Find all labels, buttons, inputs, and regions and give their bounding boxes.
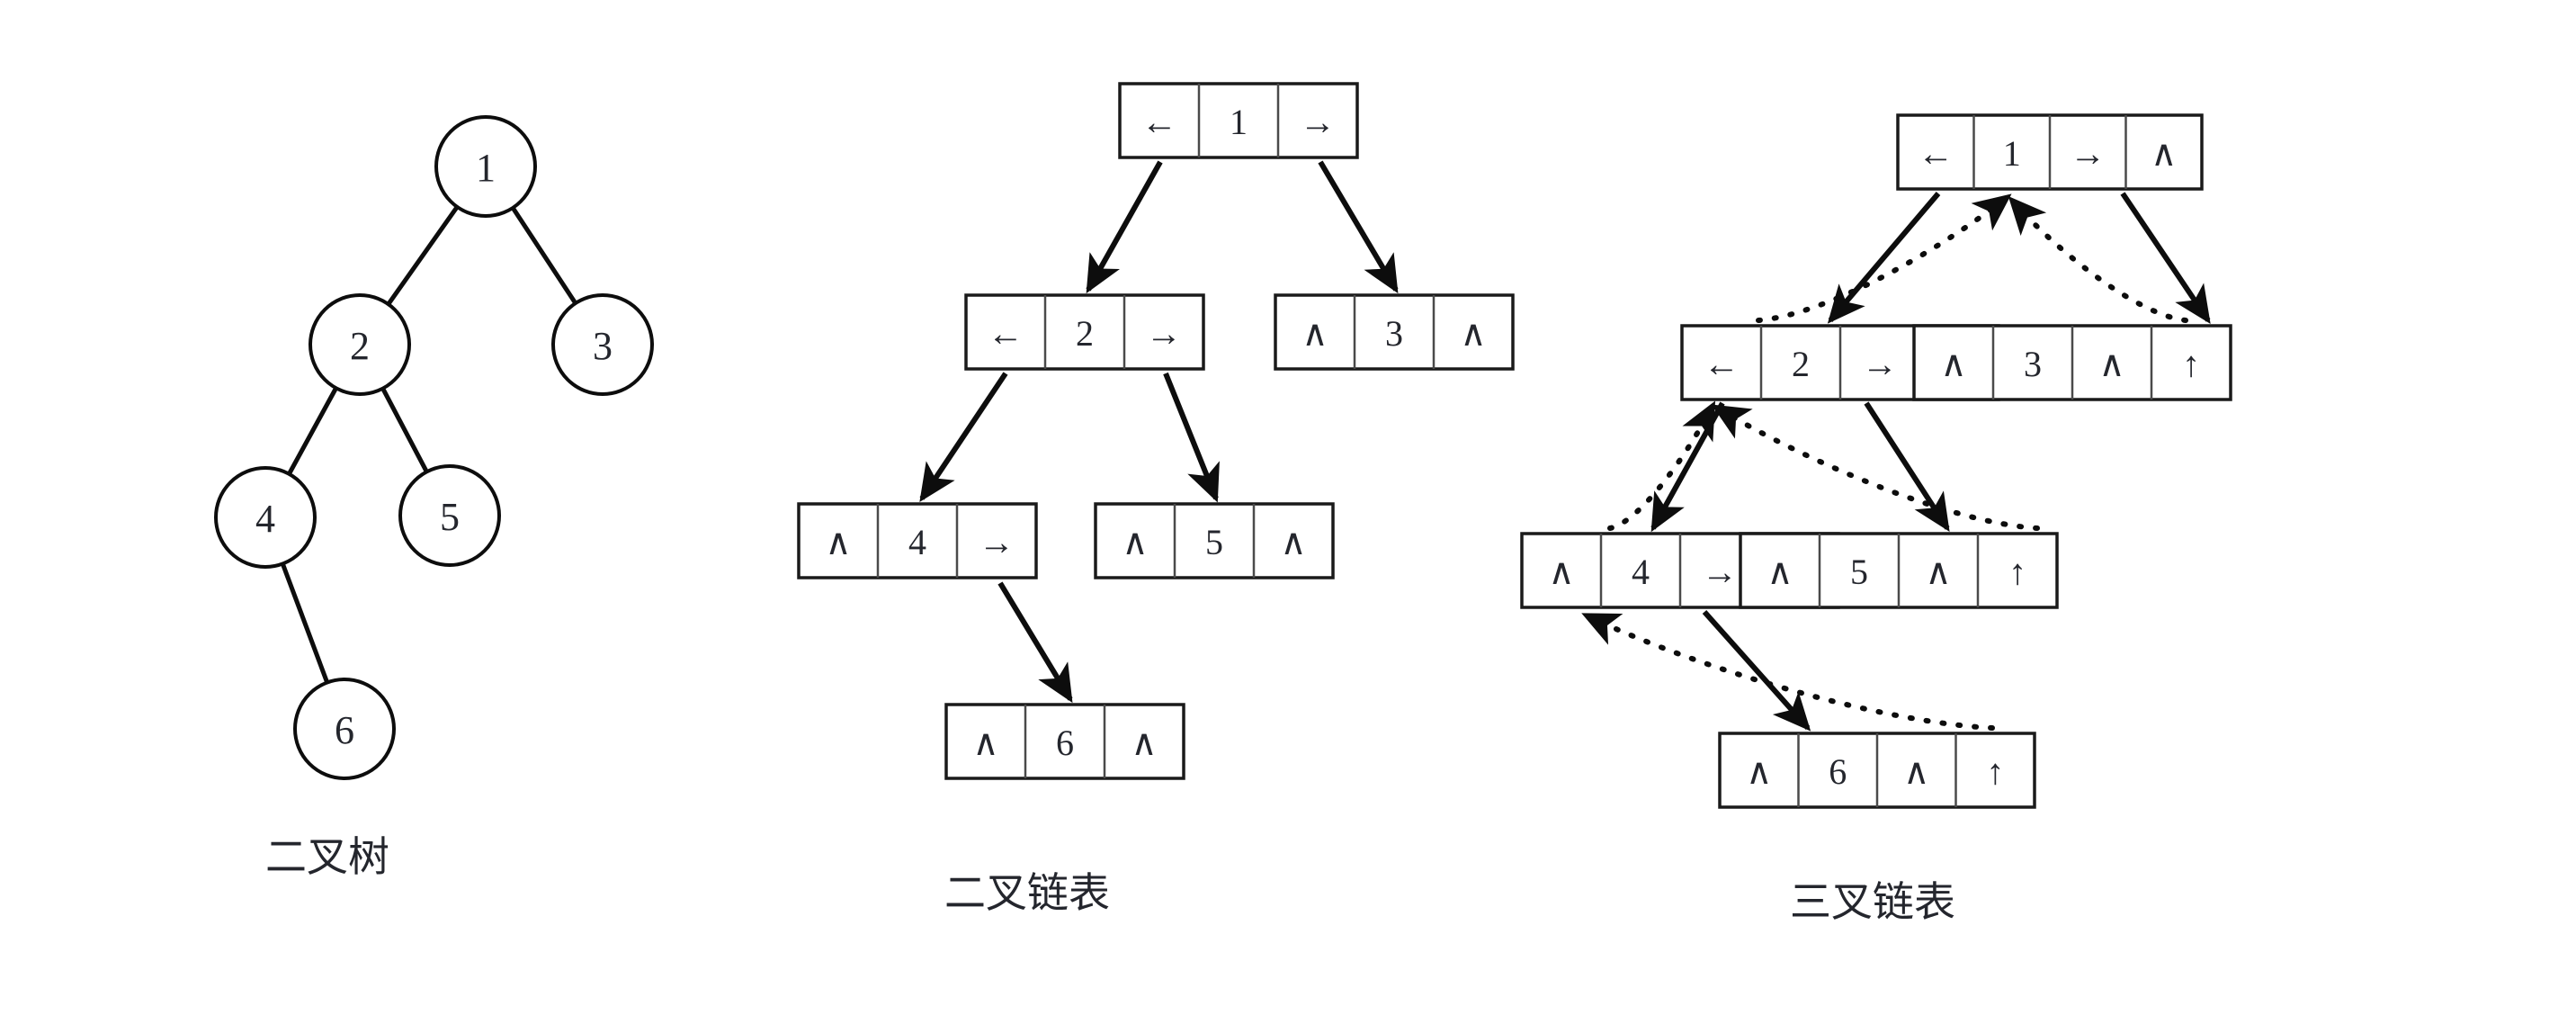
node-cell-4-1: 4 — [908, 522, 926, 562]
node-cell-1-3: ∧ — [2151, 133, 2177, 174]
node-box-group: ←1→←2→∧3∧∧4→∧5∧∧6∧←1→∧←2→↑∧3∧↑∧4→↑∧5∧↑∧6… — [797, 82, 2232, 809]
node-cell-2-2: → — [1146, 313, 1182, 354]
tree-node-5 — [398, 464, 501, 567]
caption-binary-linked-list: 二叉链表 — [944, 868, 1110, 917]
tree-edge-n1-n3 — [511, 206, 577, 305]
tree-node-label-4: 4 — [255, 497, 275, 541]
node-cell-6-2: ∧ — [1903, 751, 1929, 792]
node-cell-2-2: → — [1862, 344, 1898, 384]
parent-pointer-t2-to-t1 — [1756, 193, 2012, 323]
tree-node-2 — [309, 293, 411, 396]
node-cell-1-0: ← — [1141, 102, 1177, 142]
parent-pointer-t5-to-t2 — [1711, 404, 2040, 531]
node-cell-6-0: ∧ — [1746, 751, 1772, 792]
node-cell-4-1: 4 — [1632, 552, 1650, 592]
node-cell-3-2: ∧ — [1460, 313, 1486, 354]
tree-node-label-2: 2 — [350, 324, 370, 368]
tree-node-label-1: 1 — [476, 146, 496, 190]
tree-edge-group — [280, 205, 577, 684]
child-pointer-b2-to-b4 — [919, 372, 1008, 502]
node-cell-3-1: 3 — [2024, 344, 2042, 384]
pointer-arrow-group — [919, 160, 2211, 732]
tree-node-group: 1 2 3 4 5 6 — [214, 115, 654, 780]
node-cell-4-0: ∧ — [825, 522, 851, 562]
node-cell-1-2: → — [1300, 102, 1336, 142]
node-cell-6-0: ∧ — [972, 723, 998, 763]
node-cell-6-1: 6 — [1056, 723, 1074, 763]
node-box-4 — [797, 502, 1038, 579]
tree-node-label-5: 5 — [440, 495, 460, 539]
node-cell-2-0: ← — [1704, 344, 1740, 384]
node-box-2 — [964, 293, 1205, 371]
node-cell-3-3: ↑ — [2182, 344, 2200, 384]
tree-node-3 — [551, 293, 654, 396]
node-cell-1-1: 1 — [1230, 102, 1248, 142]
child-pointer-b1-to-b3 — [1318, 160, 1399, 294]
tree-edge-n2-n4 — [287, 387, 338, 475]
node-cell-6-1: 6 — [1829, 751, 1847, 792]
child-pointer-t2-to-t4 — [1650, 401, 1725, 533]
tree-node-6 — [293, 678, 396, 780]
node-cell-6-2: ∧ — [1131, 723, 1157, 763]
node-box-6 — [944, 703, 1185, 780]
node-cell-3-0: ∧ — [1301, 313, 1328, 354]
node-cell-1-1: 1 — [2003, 133, 2021, 174]
child-pointer-b1-to-b2 — [1086, 160, 1163, 294]
child-pointer-t1-to-t3 — [2120, 192, 2211, 324]
caption-binary-tree: 二叉树 — [265, 832, 389, 881]
node-cell-4-2: → — [1702, 552, 1738, 592]
node-cell-2-1: 2 — [1792, 344, 1810, 384]
node-box-5 — [1094, 502, 1335, 579]
node-cell-5-1: 5 — [1205, 522, 1223, 562]
parent-pointer-t4-to-t2 — [1607, 400, 1716, 531]
tree-edge-n2-n5 — [380, 387, 429, 473]
caption-ternary-linked-list: 三叉链表 — [1790, 877, 1955, 926]
node-cell-2-1: 2 — [1076, 313, 1094, 354]
node-cell-1-0: ← — [1918, 133, 1954, 174]
child-pointer-t4-to-t6 — [1702, 610, 1811, 732]
tree-node-4 — [214, 466, 317, 569]
child-pointer-t2-to-t5 — [1864, 401, 1950, 533]
node-cell-5-3: ↑ — [2008, 552, 2026, 592]
node-cell-3-1: 3 — [1385, 313, 1403, 354]
node-cell-5-2: ∧ — [1280, 522, 1306, 562]
node-cell-4-0: ∧ — [1548, 552, 1574, 592]
tree-node-label-6: 6 — [335, 708, 354, 752]
node-cell-5-0: ∧ — [1122, 522, 1148, 562]
node-cell-3-0: ∧ — [1940, 344, 1966, 384]
node-cell-6-3: ↑ — [1986, 751, 2004, 792]
node-box-3 — [1274, 293, 1515, 371]
child-pointer-b4-to-b6 — [997, 581, 1073, 704]
node-cell-3-2: ∧ — [2098, 344, 2124, 384]
child-pointer-t1-to-t2 — [1827, 192, 1941, 324]
node-box-1 — [1118, 82, 1359, 159]
tree-edge-n4-n6 — [280, 562, 330, 684]
node-cell-4-2: → — [979, 522, 1015, 562]
node-cell-1-2: → — [2070, 133, 2106, 174]
node-cell-5-0: ∧ — [1767, 552, 1793, 592]
parent-pointer-t6-to-t4 — [1581, 613, 1995, 731]
tree-node-label-3: 3 — [593, 324, 613, 368]
tree-node-1 — [434, 115, 537, 218]
tree-edge-n1-n2 — [386, 205, 460, 306]
node-cell-5-2: ∧ — [1925, 552, 1951, 592]
child-pointer-b2-to-b5 — [1163, 372, 1220, 503]
node-cell-5-1: 5 — [1850, 552, 1868, 592]
node-cell-2-0: ← — [988, 313, 1024, 354]
parent-pointer-t3-to-t1 — [2008, 195, 2188, 323]
